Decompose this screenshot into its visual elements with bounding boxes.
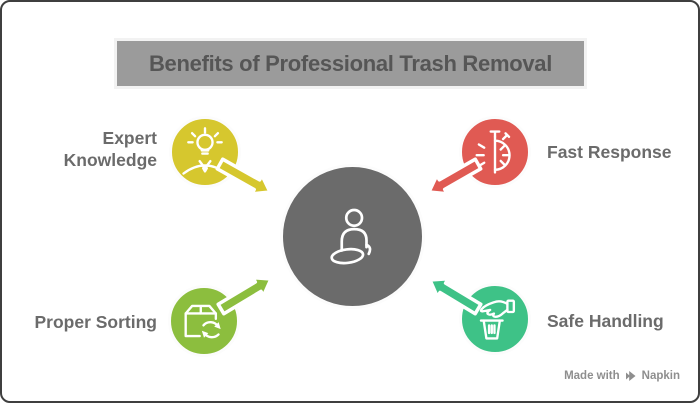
label-expert-knowledge: Expert Knowledge [63,128,157,170]
circle-proper-sorting [168,285,240,357]
page-title: Benefits of Professional Trash Removal [148,50,553,76]
napkin-logo-icon [625,371,636,381]
circle-fast-response [459,116,531,188]
central-circle [280,164,425,309]
meditating-person-icon [329,208,371,264]
watermark: Made with Napkin [564,370,680,382]
hand-trash-icon [479,299,516,340]
label-fast-response: Fast Response [547,142,672,162]
title-bar: Benefits of Professional Trash Removal [114,38,587,89]
watermark-brand: Napkin [641,370,680,382]
recycle-box-icon [184,304,221,339]
label-proper-sorting: Proper Sorting [34,312,157,332]
watermark-prefix: Made with [564,370,620,382]
stopwatch-icon [475,130,511,174]
circle-expert-knowledge [169,116,241,188]
circle-safe-handling [459,283,531,355]
label-safe-handling: Safe Handling [547,311,664,331]
lightbulb-expert-icon [182,127,228,175]
